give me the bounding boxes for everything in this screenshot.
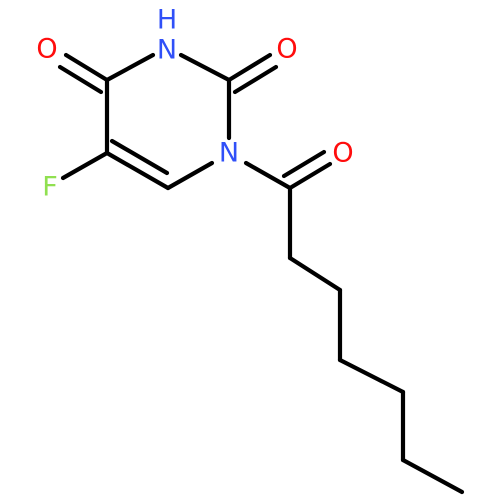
bond-c4-o4-a	[63, 52, 110, 83]
bonds	[57, 52, 465, 495]
bond-c5-c6-a	[104, 150, 171, 191]
atom-o2: O	[276, 34, 297, 65]
atom-n3: N	[157, 35, 177, 66]
atom-labels: H N O O N O F	[36, 5, 353, 203]
atom-o4: O	[36, 34, 57, 65]
bond-c7-o7-a	[287, 161, 333, 191]
bond-c2-o2-b	[232, 64, 279, 95]
bond-c10-c11	[337, 357, 406, 395]
bond-c12-c13	[400, 457, 465, 495]
bond-c4-n3	[104, 52, 156, 83]
bond-c2-o2-a	[226, 52, 273, 83]
bond-c5-c6-b	[109, 138, 170, 176]
bond-c4-o4-b	[57, 64, 104, 95]
atom-h-n3: H	[157, 5, 177, 36]
bond-c8-c9	[287, 255, 343, 293]
bond-n1-c7	[243, 160, 293, 191]
atom-n1: N	[219, 138, 239, 169]
bond-c5-f	[60, 150, 110, 181]
atom-o7: O	[332, 138, 353, 169]
bond-c7-o7-b	[281, 149, 327, 179]
bond-n3-c2	[178, 52, 232, 83]
atom-f: F	[42, 172, 58, 203]
bond-c6-n1	[165, 160, 215, 191]
